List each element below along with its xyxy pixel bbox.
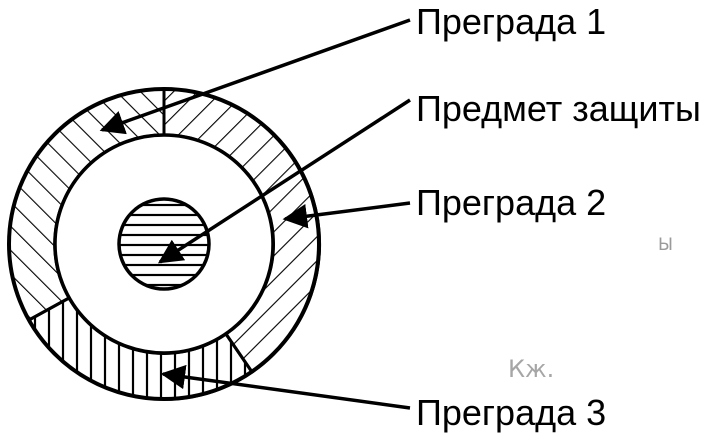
scan-artifact-text: Ы [658,235,673,255]
barrier-1-label: Преграда 1 [416,1,607,42]
barrier-2-pointer [282,201,411,229]
barrier-3-label: Преграда 3 [416,392,607,433]
protected-object-pointer [157,98,411,264]
barrier-2-label: Преграда 2 [416,182,607,223]
barrier-1-pointer [99,18,411,135]
outer-boundary-circle [7,87,321,401]
barrier-3-pointer [160,364,411,410]
protected-object-circle [117,197,211,291]
protected-object-label: Предмет защиты [416,88,701,129]
scan-artifact-text: Кж. [508,355,555,383]
